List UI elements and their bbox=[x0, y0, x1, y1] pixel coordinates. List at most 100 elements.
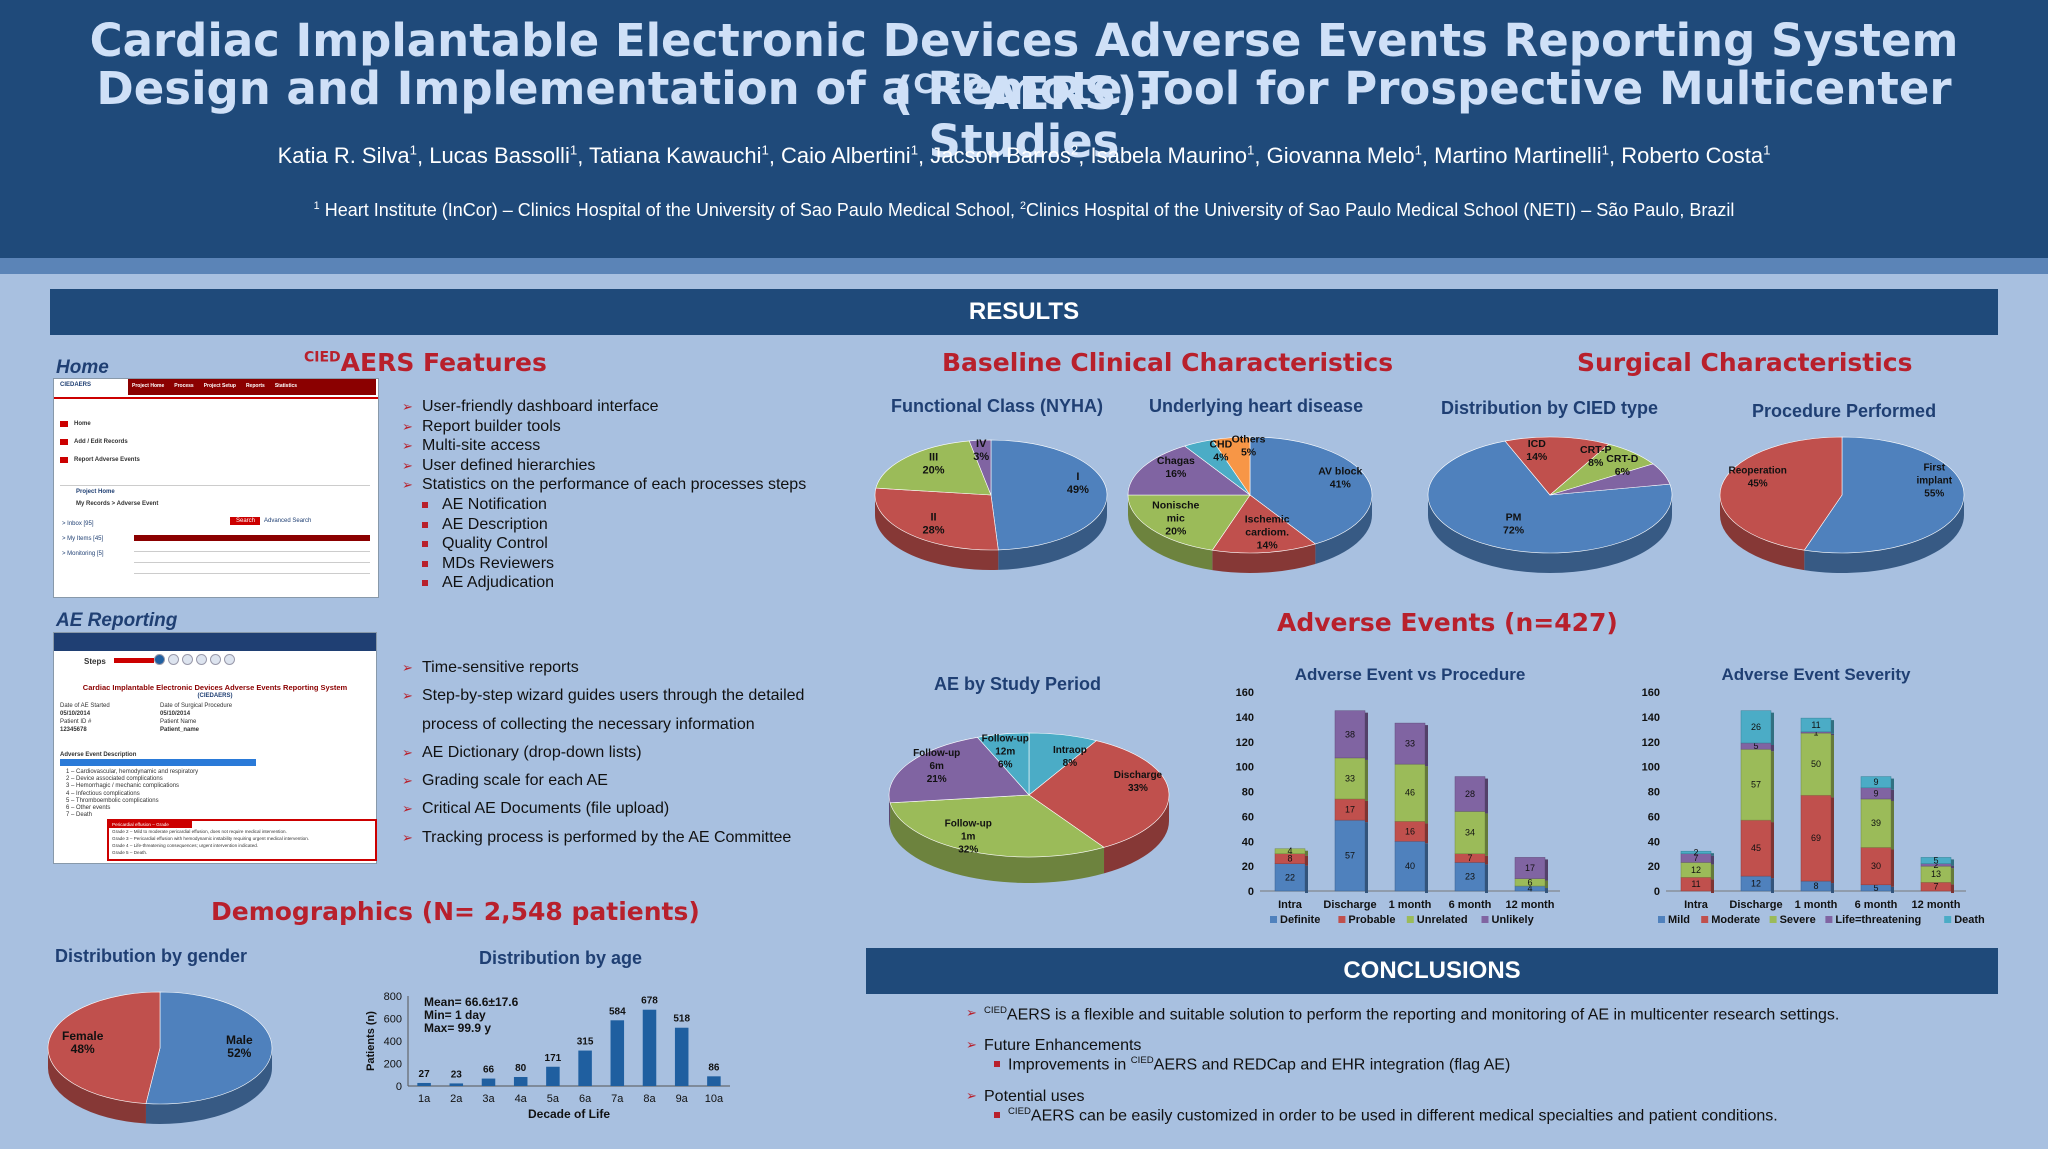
step-dot[interactable] bbox=[210, 654, 221, 665]
ae-field[interactable]: Patient_name bbox=[160, 727, 200, 733]
bar-segment-side bbox=[1485, 855, 1488, 865]
ae-screenshot: Steps Cardiac Implantable Electronic Dev… bbox=[53, 632, 377, 864]
bar-segment bbox=[1394, 763, 1426, 822]
pie-slice bbox=[990, 439, 1108, 551]
ae-category[interactable]: 4 – Infectious complications bbox=[66, 790, 140, 797]
ae-category[interactable]: 6 – Other events bbox=[66, 805, 111, 812]
nav-item[interactable]: Reports bbox=[245, 383, 265, 389]
x-tick-label: 6 month bbox=[1855, 899, 1898, 911]
search-button[interactable]: Search bbox=[236, 518, 256, 524]
bar-segment-side bbox=[1711, 864, 1714, 880]
pie-slice bbox=[145, 991, 273, 1105]
ae-grade[interactable]: Grade 2 – Mild to moderate pericardial e… bbox=[112, 829, 287, 834]
age-title: Distribution by age bbox=[479, 948, 643, 968]
step-dot[interactable] bbox=[224, 654, 235, 665]
author-name: Katia R. Silva1 bbox=[277, 143, 417, 169]
ae-category[interactable]: 3 – Hemorrhagic / mechanic complications bbox=[66, 783, 180, 790]
advanced-search-link[interactable]: Advanced Search bbox=[264, 518, 312, 524]
pie-slice bbox=[875, 440, 992, 496]
legend-label: Life=threatening bbox=[1835, 914, 1921, 926]
pie-slice bbox=[1127, 445, 1251, 496]
x-tick-label: 9a bbox=[676, 1093, 689, 1105]
pie-slice-side bbox=[875, 495, 999, 570]
pie-slice-side bbox=[1212, 543, 1316, 573]
bar-segment bbox=[1394, 722, 1426, 765]
x-axis-label: Decade of Life bbox=[528, 1107, 610, 1121]
bar-value-label: 46 bbox=[1405, 788, 1415, 798]
bar-segment bbox=[1800, 794, 1832, 882]
ae-field[interactable]: 05/10/2014 bbox=[160, 711, 191, 717]
ae-feature-item: Grading scale for each AE bbox=[402, 767, 862, 796]
step-dot[interactable] bbox=[196, 654, 207, 665]
bar-segment-side bbox=[1425, 823, 1428, 844]
bar-segment-side bbox=[1831, 733, 1834, 736]
bar-segment-side bbox=[1891, 849, 1894, 887]
ae-grade[interactable]: Pericardial effusion – Grade bbox=[109, 821, 192, 828]
pie-slice bbox=[1803, 436, 1965, 554]
menu-item[interactable]: Report Adverse Events bbox=[74, 457, 140, 463]
bar-value-label: 5 bbox=[1753, 741, 1758, 751]
age-bar bbox=[546, 1066, 560, 1086]
y-tick-label: 120 bbox=[1642, 737, 1660, 749]
author-name: Jacson Barros2 bbox=[930, 143, 1079, 169]
nav-item[interactable]: Project Home bbox=[132, 383, 165, 389]
ae-category[interactable]: 5 – Thromboembolic complications bbox=[66, 797, 159, 804]
project-home-link[interactable]: Project Home bbox=[76, 489, 115, 495]
ae-field[interactable]: 12345678 bbox=[60, 727, 87, 733]
side-item[interactable]: > Inbox [95] bbox=[62, 521, 94, 527]
step-dot[interactable] bbox=[182, 654, 193, 665]
bar-segment-side bbox=[1711, 855, 1714, 865]
ae-field: Date of Surgical Procedure bbox=[160, 703, 233, 709]
bar-value-label: 27 bbox=[419, 1069, 431, 1080]
ae-grade[interactable]: Grade 5 – Death. bbox=[112, 850, 148, 855]
y-tick-label: 60 bbox=[1242, 811, 1254, 823]
bar-value-label: 57 bbox=[1345, 851, 1355, 861]
ae-field[interactable]: 05/10/2014 bbox=[60, 711, 91, 717]
feature-subitem: AE Description bbox=[402, 515, 862, 535]
bar-value-label: 7 bbox=[1693, 853, 1698, 863]
nav-item[interactable]: Project Setup bbox=[203, 383, 236, 389]
author-name: Isabela Maurino1 bbox=[1090, 143, 1255, 169]
bar-segment-side bbox=[1771, 744, 1774, 752]
header-stripe bbox=[0, 258, 2048, 274]
ae-category[interactable]: 7 – Death bbox=[66, 812, 93, 819]
bar-value-label: 50 bbox=[1811, 759, 1821, 769]
legend-label: Probable bbox=[1348, 914, 1395, 926]
ae-severity-chart: Adverse Event Severity020406080100120140… bbox=[1642, 665, 1985, 926]
age-bar bbox=[674, 1027, 689, 1086]
pie-slice-side bbox=[998, 495, 1107, 570]
ae-grade[interactable]: Grade 4 – Life-threatening consequences;… bbox=[112, 843, 259, 848]
nav-item[interactable]: Process bbox=[174, 383, 194, 389]
step-dot[interactable] bbox=[154, 654, 165, 665]
y-tick-label: 40 bbox=[1242, 836, 1254, 848]
ae-category[interactable]: 1 – Cardiovascular, hemodynamic and resp… bbox=[66, 769, 199, 775]
bar-segment-side bbox=[1771, 712, 1774, 745]
step-dot[interactable] bbox=[168, 654, 179, 665]
pie-slice bbox=[1427, 440, 1673, 554]
ae-feature-item: Step-by-step wizard guides users through… bbox=[402, 682, 862, 711]
ae-category[interactable]: 2 – Device associated complications bbox=[66, 776, 163, 783]
age-bar bbox=[417, 1082, 431, 1086]
feature-item: User-friendly dashboard interface bbox=[402, 397, 862, 417]
bar-value-label: 45 bbox=[1751, 843, 1761, 853]
features-title: CIEDAERS Features bbox=[304, 348, 547, 377]
bar-segment-side bbox=[1425, 725, 1428, 767]
nav-item[interactable]: Statistics bbox=[274, 383, 298, 389]
menu-item[interactable]: Home bbox=[74, 421, 91, 427]
y-tick-label: 140 bbox=[1236, 712, 1254, 724]
ae-grade[interactable]: Grade 3 – Pericardial effusion with hemo… bbox=[112, 836, 310, 841]
menu-item[interactable]: Add / Edit Records bbox=[74, 439, 128, 445]
pie-slice-side bbox=[1428, 495, 1672, 573]
side-item[interactable]: > Monitoring [5] bbox=[62, 551, 104, 557]
bar-value-label: 678 bbox=[641, 996, 658, 1007]
side-item[interactable]: > My Items [45] bbox=[62, 536, 104, 542]
demographics-title: Demographics (N= 2,548 patients) bbox=[211, 897, 700, 926]
